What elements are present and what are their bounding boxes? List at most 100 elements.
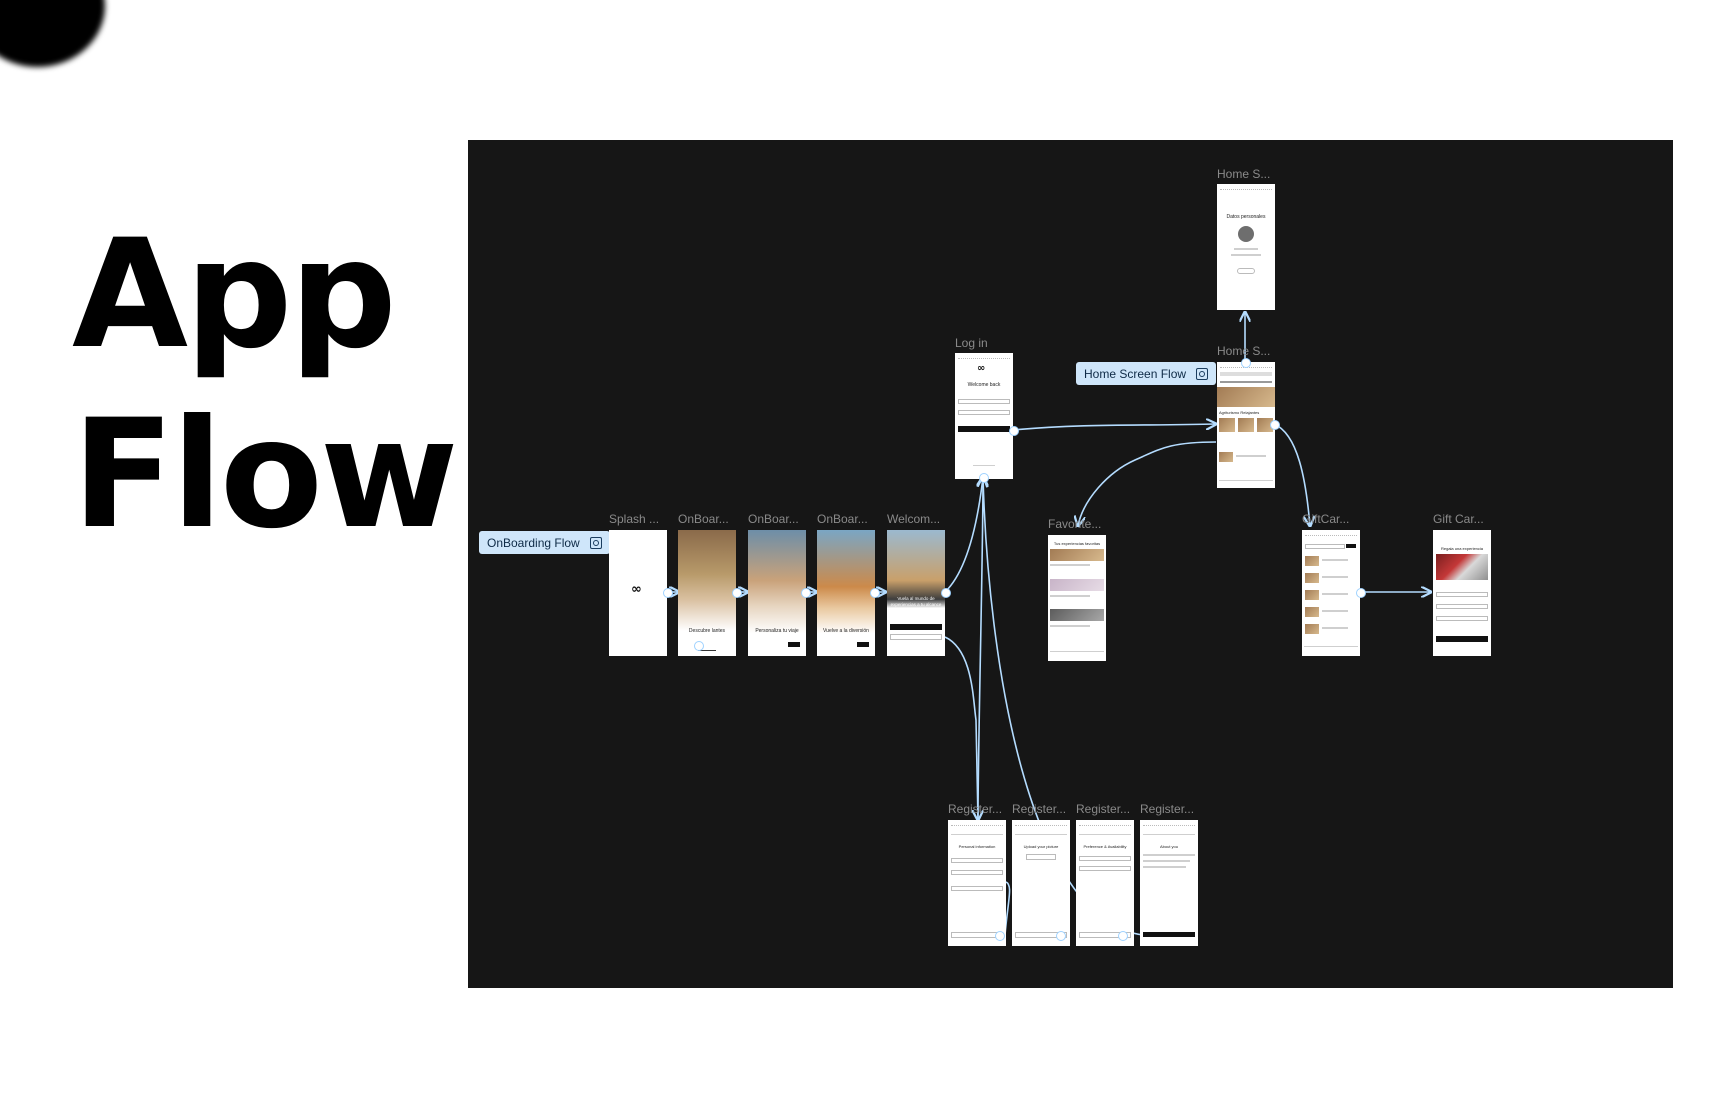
frame-register-3[interactable]: Preference & Availability <box>1076 820 1134 946</box>
get-started-button[interactable] <box>890 624 942 630</box>
frame-register-1[interactable]: Personal information <box>948 820 1006 946</box>
card-image <box>1238 418 1254 432</box>
text-line <box>1322 627 1348 629</box>
continue-button[interactable] <box>1015 932 1067 938</box>
availability-field[interactable] <box>1079 866 1131 871</box>
search-bar[interactable] <box>1220 372 1272 376</box>
connector-node[interactable] <box>1009 426 1019 436</box>
hero-image <box>1217 387 1275 407</box>
onboarding-flow-label: OnBoarding Flow <box>487 535 580 550</box>
onboarding-flow-tag[interactable]: OnBoarding Flow <box>479 531 610 554</box>
step-indicator <box>1015 834 1067 835</box>
text-line <box>1322 610 1348 612</box>
page-title-line-1: App <box>72 208 397 382</box>
connector-node[interactable] <box>732 588 742 598</box>
tab-bar[interactable] <box>1219 480 1273 481</box>
connector-node[interactable] <box>1356 588 1366 598</box>
search-input[interactable] <box>1305 544 1345 549</box>
next-button[interactable] <box>857 642 869 647</box>
recipient-field[interactable] <box>1436 592 1488 597</box>
preference-field[interactable] <box>1079 856 1131 861</box>
continue-button[interactable] <box>1079 932 1131 938</box>
frame-label-giftcards: GiftCar... <box>1302 512 1350 526</box>
email-field[interactable] <box>1436 616 1488 621</box>
login-button[interactable] <box>958 426 1010 432</box>
list-thumb <box>1219 452 1233 462</box>
frame-register-4[interactable]: About you <box>1140 820 1198 946</box>
text-line <box>1050 595 1090 597</box>
frame-label-giftcard-detail: Gift Car... <box>1433 512 1484 526</box>
connector-node[interactable] <box>1118 931 1128 941</box>
frame-register-2[interactable]: Upload your picture <box>1012 820 1070 946</box>
section-title: Agriturismo Relajantes <box>1219 410 1260 415</box>
gift-thumb <box>1305 556 1319 566</box>
frame-heading: About you <box>1159 844 1178 849</box>
tab-bar[interactable] <box>1304 646 1358 647</box>
phone-field[interactable] <box>951 886 1003 891</box>
tab-bar[interactable] <box>1050 651 1104 652</box>
signup-link[interactable] <box>973 465 995 466</box>
card-image <box>1257 418 1273 432</box>
text-line <box>1322 593 1348 595</box>
next-button[interactable] <box>788 642 800 647</box>
frame-heading: Regala una experiencia <box>1440 546 1484 551</box>
frame-giftcards[interactable] <box>1302 530 1360 656</box>
category-tabs[interactable] <box>1220 381 1272 383</box>
upload-button[interactable] <box>1026 854 1056 860</box>
connector-node[interactable] <box>801 588 811 598</box>
login-button[interactable] <box>890 634 942 640</box>
welcome-caption: Vuela al mundo de experiencias a tu alca… <box>890 596 942 607</box>
edit-button[interactable] <box>1237 268 1255 274</box>
gift-thumb <box>1305 590 1319 600</box>
frame-giftcard-detail[interactable]: Regala una experiencia <box>1433 530 1491 656</box>
connector-node[interactable] <box>663 588 673 598</box>
text-line <box>1322 559 1348 561</box>
frame-onboard-1[interactable]: Descubre lantes <box>678 530 736 656</box>
status-bar <box>1079 822 1131 826</box>
favorite-card-image <box>1050 549 1104 561</box>
frame-heading: Datos personales <box>1226 214 1266 220</box>
flow-frame-icon <box>589 536 602 549</box>
email-field[interactable] <box>958 399 1010 404</box>
favorite-card-image <box>1050 609 1104 621</box>
connector-home-favorites <box>1078 441 1217 526</box>
gift-thumb <box>1305 573 1319 583</box>
email-field[interactable] <box>951 870 1003 875</box>
message-field[interactable] <box>1436 604 1488 609</box>
connector-node[interactable] <box>870 588 880 598</box>
filter-button[interactable] <box>1346 544 1356 548</box>
frame-splash[interactable]: ∞ <box>609 530 667 656</box>
frame-home-main[interactable]: Agriturismo Relajantes <box>1217 362 1275 488</box>
frame-label-register-1: Register... <box>948 802 1003 816</box>
onboard-caption: Vuelve a la diversión <box>823 628 869 634</box>
prototype-canvas[interactable]: OnBoarding Flow Home Screen Flow Home S.… <box>468 140 1673 988</box>
connector-node[interactable] <box>1241 358 1251 368</box>
frame-home-profile[interactable]: Datos personales <box>1217 184 1275 310</box>
finish-button[interactable] <box>1143 932 1195 937</box>
logo: ∞ <box>631 582 642 597</box>
frame-onboard-2[interactable]: Personaliza tu viaje <box>748 530 806 656</box>
home-screen-flow-tag[interactable]: Home Screen Flow <box>1076 362 1217 385</box>
connector-node[interactable] <box>1270 420 1280 430</box>
gift-thumb <box>1305 607 1319 617</box>
connector-node[interactable] <box>979 473 989 483</box>
name-field[interactable] <box>951 858 1003 863</box>
frame-label-home-profile: Home S... <box>1217 167 1271 181</box>
connector-node[interactable] <box>941 588 951 598</box>
frame-login[interactable]: ∞ Welcome back <box>955 353 1013 479</box>
frame-welcome[interactable]: Vuela al mundo de experiencias a tu alca… <box>887 530 945 656</box>
send-gift-button[interactable] <box>1436 636 1488 642</box>
frame-label-splash: Splash ... <box>609 512 660 526</box>
frame-label-register-4: Register... <box>1140 802 1195 816</box>
logo: ∞ <box>977 363 986 374</box>
connector-node[interactable] <box>694 641 704 651</box>
frame-onboard-3[interactable]: Vuelve a la diversión <box>817 530 875 656</box>
password-field[interactable] <box>958 410 1010 415</box>
connector-node[interactable] <box>1056 931 1066 941</box>
connector-register-login <box>977 477 983 821</box>
frame-heading: Upload your picture <box>1023 844 1059 849</box>
gift-card-image <box>1436 554 1488 580</box>
connector-node[interactable] <box>995 931 1005 941</box>
frame-favorites[interactable]: Tus experiencias favoritas <box>1048 535 1106 661</box>
avatar <box>1238 226 1254 242</box>
